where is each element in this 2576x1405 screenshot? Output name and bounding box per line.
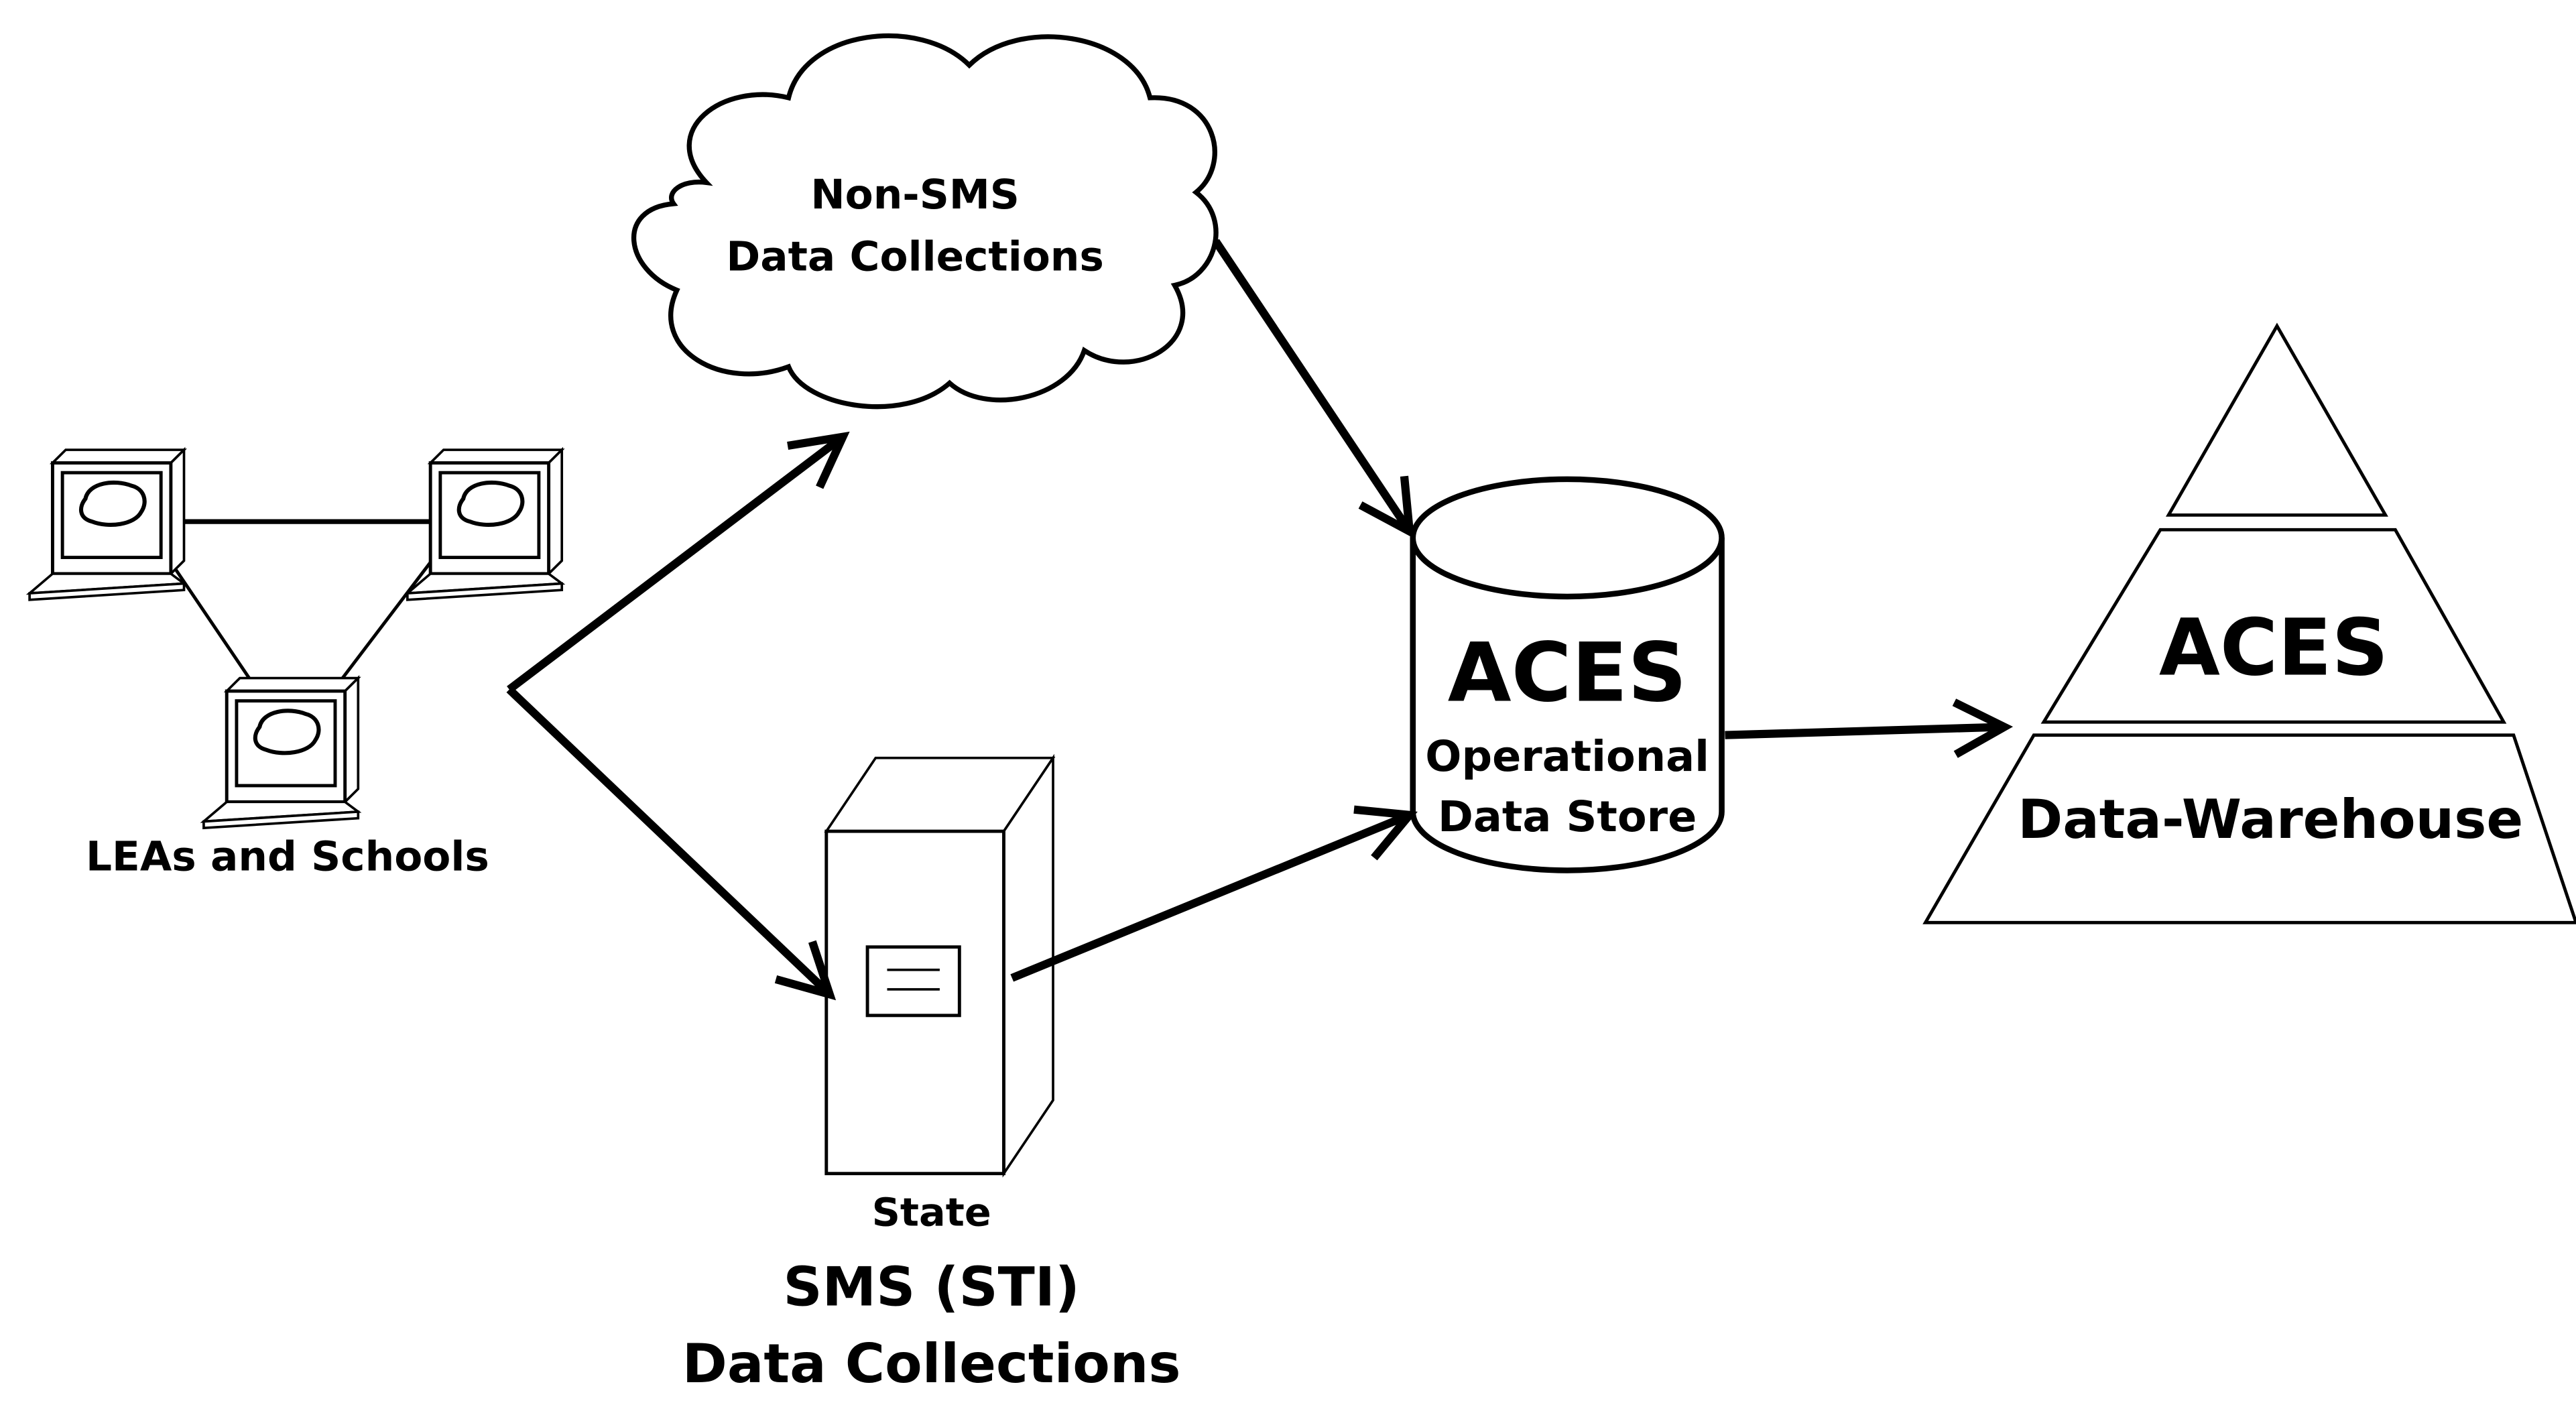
flow-arrows	[506, 239, 2014, 1001]
laptop-icon	[408, 450, 562, 600]
leas-and-schools-network: LEAs and Schools	[29, 450, 562, 880]
arrow-non-sms-to-ods	[1212, 239, 1415, 539]
ods-label-line2: Data Store	[1438, 792, 1697, 841]
arrow-leas-to-non-sms	[507, 431, 850, 693]
leas-label: LEAs and Schools	[86, 833, 489, 881]
arrow-sms-to-ods	[1010, 805, 1418, 982]
laptop-icon	[29, 450, 184, 600]
arrow-ods-to-warehouse	[1725, 698, 2014, 758]
server-panel-icon	[865, 945, 961, 1018]
warehouse-title: ACES	[2159, 602, 2388, 693]
non-sms-label-line1: Non-SMS	[810, 171, 1020, 219]
arrow-leas-to-sms	[506, 686, 837, 1001]
sms-server: State SMS (STI) Data Collections	[682, 753, 1181, 1395]
non-sms-cloud: Non-SMS Data Collections	[631, 33, 1219, 410]
aces-data-warehouse-pyramid: ACES Data-Warehouse	[1922, 322, 2576, 924]
aces-ods-cylinder: ACES Operational Data Store	[1410, 476, 1725, 873]
ods-title: ACES	[1448, 625, 1687, 720]
warehouse-subtitle: Data-Warehouse	[2018, 788, 2523, 851]
sms-label-title: SMS (STI)	[783, 1256, 1080, 1319]
non-sms-label-line2: Data Collections	[726, 233, 1103, 281]
laptop-icon	[204, 678, 358, 829]
sms-label-collections: Data Collections	[682, 1332, 1181, 1395]
sms-label-state: State	[872, 1190, 991, 1235]
ods-label-line1: Operational	[1425, 731, 1709, 781]
